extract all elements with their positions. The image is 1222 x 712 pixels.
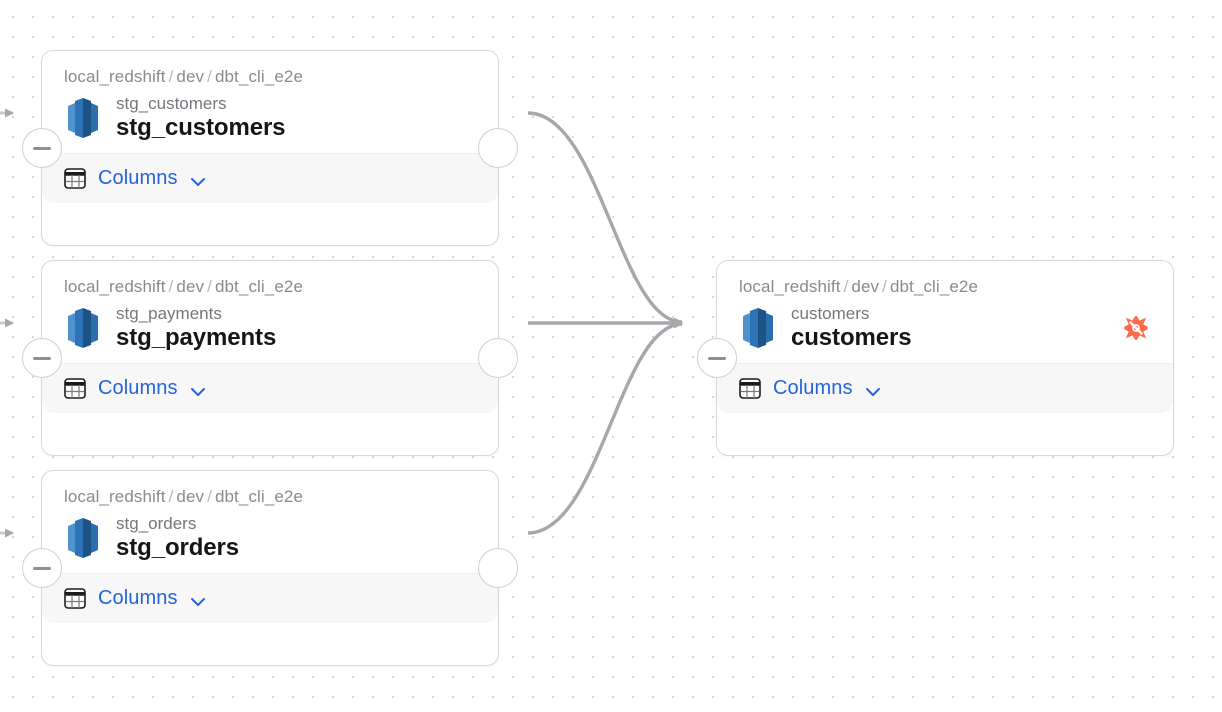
breadcrumb-separator: /: [207, 67, 212, 86]
breadcrumb-schema: dev: [176, 487, 205, 506]
breadcrumb-separator: /: [168, 277, 174, 296]
breadcrumb-separator: /: [843, 277, 849, 296]
redshift-icon: [64, 516, 102, 560]
node-subtitle: stg_payments: [116, 304, 222, 323]
node-main: customers customers: [739, 303, 1151, 353]
edge-stg-customers-to-customers: [527, 111, 683, 327]
columns-label: Columns: [98, 167, 178, 190]
columns-row-stg-payments[interactable]: Columns: [42, 363, 498, 414]
breadcrumb: local_redshift/dev/dbt_cli_e2e: [64, 277, 476, 297]
columns-label: Columns: [98, 587, 178, 610]
node-subtitle: stg_customers: [116, 94, 227, 113]
lineage-node-customers[interactable]: local_redshift/dev/dbt_cli_e2e customers…: [697, 260, 1174, 456]
breadcrumb-database: local_redshift: [739, 277, 841, 296]
table-grid-icon: [64, 168, 86, 189]
chevron-down-icon[interactable]: [190, 174, 206, 186]
minus-icon: [708, 356, 726, 360]
node-title: stg_orders: [116, 534, 240, 562]
columns-label: Columns: [98, 377, 178, 400]
table-grid-icon: [64, 378, 86, 399]
breadcrumb: local_redshift/dev/dbt_cli_e2e: [739, 277, 1151, 297]
node-body: local_redshift/dev/dbt_cli_e2e stg_order…: [42, 471, 498, 574]
collapse-handle-left-stg-customers[interactable]: [22, 128, 62, 168]
breadcrumb-separator: /: [168, 487, 174, 506]
breadcrumb-separator: /: [168, 67, 174, 86]
breadcrumb-schema: dev: [851, 277, 880, 296]
dbt-logo-icon: [1121, 313, 1151, 343]
table-grid-icon: [739, 378, 761, 399]
breadcrumb-separator: /: [882, 277, 887, 296]
columns-label: Columns: [773, 377, 853, 400]
chevron-down-icon[interactable]: [190, 594, 206, 606]
node-body: local_redshift/dev/dbt_cli_e2e stg_custo…: [42, 51, 498, 154]
columns-row-stg-orders[interactable]: Columns: [42, 573, 498, 624]
redshift-icon: [64, 96, 102, 140]
node-titles: stg_customers stg_customers: [116, 93, 286, 143]
expand-handle-right-stg-orders[interactable]: [478, 548, 518, 588]
chevron-down-icon[interactable]: [865, 384, 881, 396]
breadcrumb-database: local_redshift: [64, 67, 166, 86]
node-body: local_redshift/dev/dbt_cli_e2e customers…: [717, 261, 1173, 364]
table-grid-icon: [64, 588, 86, 609]
node-titles: stg_orders stg_orders: [116, 513, 239, 563]
node-title: stg_payments: [116, 324, 277, 352]
node-subtitle: stg_orders: [116, 514, 197, 533]
breadcrumb-database: local_redshift: [64, 277, 166, 296]
minus-icon: [33, 566, 51, 570]
columns-row-customers[interactable]: Columns: [717, 363, 1173, 414]
breadcrumb-separator: /: [207, 487, 212, 506]
expand-handle-right-stg-payments[interactable]: [478, 338, 518, 378]
collapse-handle-left-customers[interactable]: [697, 338, 737, 378]
node-subtitle: customers: [791, 304, 870, 323]
edge-stg-orders-to-customers: [527, 319, 683, 535]
lineage-node-stg-payments[interactable]: local_redshift/dev/dbt_cli_e2e stg_payme…: [22, 260, 518, 456]
chevron-down-icon[interactable]: [190, 384, 206, 396]
breadcrumb-project: dbt_cli_e2e: [214, 487, 304, 506]
lineage-node-stg-orders[interactable]: local_redshift/dev/dbt_cli_e2e stg_order…: [22, 470, 518, 666]
breadcrumb-database: local_redshift: [64, 487, 166, 506]
collapse-handle-left-stg-orders[interactable]: [22, 548, 62, 588]
node-main: stg_orders stg_orders: [64, 513, 476, 563]
redshift-icon: [64, 306, 102, 350]
breadcrumb-project: dbt_cli_e2e: [214, 67, 304, 86]
columns-row-stg-customers[interactable]: Columns: [42, 153, 498, 204]
breadcrumb-project: dbt_cli_e2e: [214, 277, 304, 296]
node-title: stg_customers: [116, 114, 286, 142]
breadcrumb: local_redshift/dev/dbt_cli_e2e: [64, 67, 476, 87]
node-main: stg_customers stg_customers: [64, 93, 476, 143]
breadcrumb-project: dbt_cli_e2e: [889, 277, 979, 296]
node-titles: customers customers: [791, 303, 912, 353]
minus-icon: [33, 146, 51, 150]
lineage-node-stg-customers[interactable]: local_redshift/dev/dbt_cli_e2e stg_custo…: [22, 50, 518, 246]
node-title: customers: [791, 324, 912, 352]
collapse-handle-left-stg-payments[interactable]: [22, 338, 62, 378]
node-main: stg_payments stg_payments: [64, 303, 476, 353]
expand-handle-right-stg-customers[interactable]: [478, 128, 518, 168]
node-body: local_redshift/dev/dbt_cli_e2e stg_payme…: [42, 261, 498, 364]
breadcrumb: local_redshift/dev/dbt_cli_e2e: [64, 487, 476, 507]
node-titles: stg_payments stg_payments: [116, 303, 276, 353]
breadcrumb-schema: dev: [176, 277, 205, 296]
minus-icon: [33, 356, 51, 360]
redshift-icon: [739, 306, 777, 350]
breadcrumb-schema: dev: [176, 67, 205, 86]
breadcrumb-separator: /: [207, 277, 212, 296]
